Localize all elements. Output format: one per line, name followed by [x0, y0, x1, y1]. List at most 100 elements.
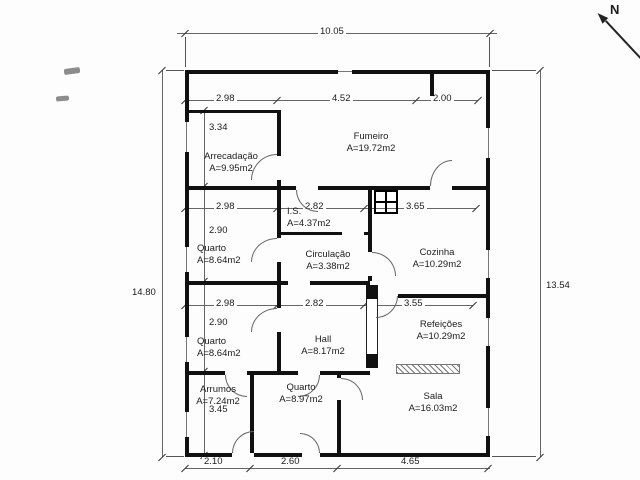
room-area: A=8.64m2 [197, 348, 241, 359]
dim-label: 4.52 [330, 93, 353, 104]
room-quarto-3: Quarto A=8.97m2 [265, 382, 337, 406]
dim-label: 2.82 [303, 298, 326, 309]
extension-line [166, 70, 184, 71]
room-name: Circulação [305, 249, 351, 260]
window-marker [186, 122, 187, 152]
door-arc [232, 431, 254, 453]
room-area: A=8.17m2 [301, 346, 345, 357]
room-area: A=8.97m2 [279, 394, 323, 405]
dim-line-left-overall [162, 70, 163, 457]
dim-line-right-overall [540, 70, 541, 457]
dim-label: 3.34 [207, 122, 230, 133]
wall [185, 362, 189, 412]
wall [398, 294, 490, 298]
door-arc [300, 433, 320, 453]
room-name: Quarto [197, 243, 227, 254]
room-quarto-2: Quarto A=8.64m2 [197, 336, 267, 360]
room-name: Quarto [286, 382, 316, 393]
wall [254, 453, 302, 457]
wall [320, 453, 490, 457]
wall [368, 276, 372, 281]
wall [185, 453, 232, 457]
chimney-block [366, 285, 378, 299]
door-arc [341, 378, 363, 400]
wall [185, 186, 296, 190]
room-name: I.S. [287, 206, 302, 217]
wall [185, 110, 277, 113]
wall [277, 110, 281, 156]
wall [185, 70, 338, 74]
dim-label: 2.00 [431, 93, 454, 104]
wall [247, 371, 298, 375]
dim-label-overall-right: 13.54 [544, 280, 572, 291]
dim-label: 3.55 [402, 298, 425, 309]
wall [185, 371, 225, 375]
wall [364, 232, 370, 235]
room-fumeiro: Fumeiro A=19.72m2 [332, 131, 410, 155]
dim-line-row2 [185, 208, 476, 209]
room-area: A=8.64m2 [197, 255, 241, 266]
wall [318, 186, 430, 190]
wall [250, 371, 254, 453]
window-marker [186, 247, 187, 272]
dim-label: 2.10 [202, 456, 225, 467]
room-arrecadacao: Arrecadação A=9.95m2 [188, 151, 274, 175]
dim-label: 2.90 [207, 225, 230, 236]
window-marker [488, 128, 489, 158]
door-arc [372, 252, 396, 276]
wall [486, 158, 490, 250]
room-circulacao: Circulação A=3.38m2 [292, 249, 364, 273]
extension-line [492, 70, 536, 71]
room-area: A=16.03m2 [408, 403, 458, 414]
chimney-block [366, 354, 378, 368]
room-name: Arrumos [200, 384, 236, 395]
dim-label-overall-left: 14.80 [130, 287, 158, 298]
dim-label: 2.98 [214, 298, 237, 309]
door-arc [376, 296, 398, 318]
extension-line [489, 37, 490, 67]
wall [320, 371, 370, 375]
door-arc [430, 160, 452, 186]
dim-label-overall-top: 10.05 [318, 26, 346, 37]
door-arc [251, 308, 277, 332]
room-is: I.S. A=4.37m2 [287, 206, 357, 230]
window-marker [338, 71, 352, 72]
wall [452, 186, 490, 190]
wall [368, 186, 372, 252]
room-hall: Hall A=8.17m2 [288, 334, 358, 358]
wall [277, 262, 281, 308]
north-label: N [610, 2, 620, 17]
extension-line [166, 456, 184, 457]
stove-icon [374, 190, 398, 214]
room-name: Hall [314, 334, 332, 345]
dim-label: 2.90 [207, 317, 230, 328]
room-area: A=3.38m2 [306, 261, 350, 272]
dim-label: 4.65 [399, 456, 422, 467]
wall [337, 400, 341, 453]
wall [185, 152, 189, 247]
wall [352, 70, 490, 74]
room-refeicoes: Refeições A=10.29m2 [402, 319, 480, 343]
wall [430, 70, 434, 96]
room-name: Arrecadação [204, 151, 258, 162]
wall [277, 332, 281, 371]
window-marker [488, 318, 489, 346]
room-quarto-1: Quarto A=8.64m2 [197, 243, 267, 267]
wall [185, 437, 189, 457]
window-marker [186, 412, 187, 437]
room-area: A=4.37m2 [287, 218, 331, 229]
dim-line-row3 [185, 305, 473, 306]
wall [486, 278, 490, 318]
dim-label: 3.45 [207, 404, 230, 415]
wall [185, 281, 288, 285]
hatch-strip [396, 364, 460, 374]
wall [337, 371, 341, 378]
north-arrow-icon [605, 20, 640, 61]
wall [277, 180, 281, 238]
dim-label: 2.98 [214, 93, 237, 104]
room-cozinha: Cozinha A=10.29m2 [401, 247, 473, 271]
wall [486, 436, 490, 457]
room-area: A=9.95m2 [209, 163, 253, 174]
room-area: A=10.29m2 [412, 259, 462, 270]
